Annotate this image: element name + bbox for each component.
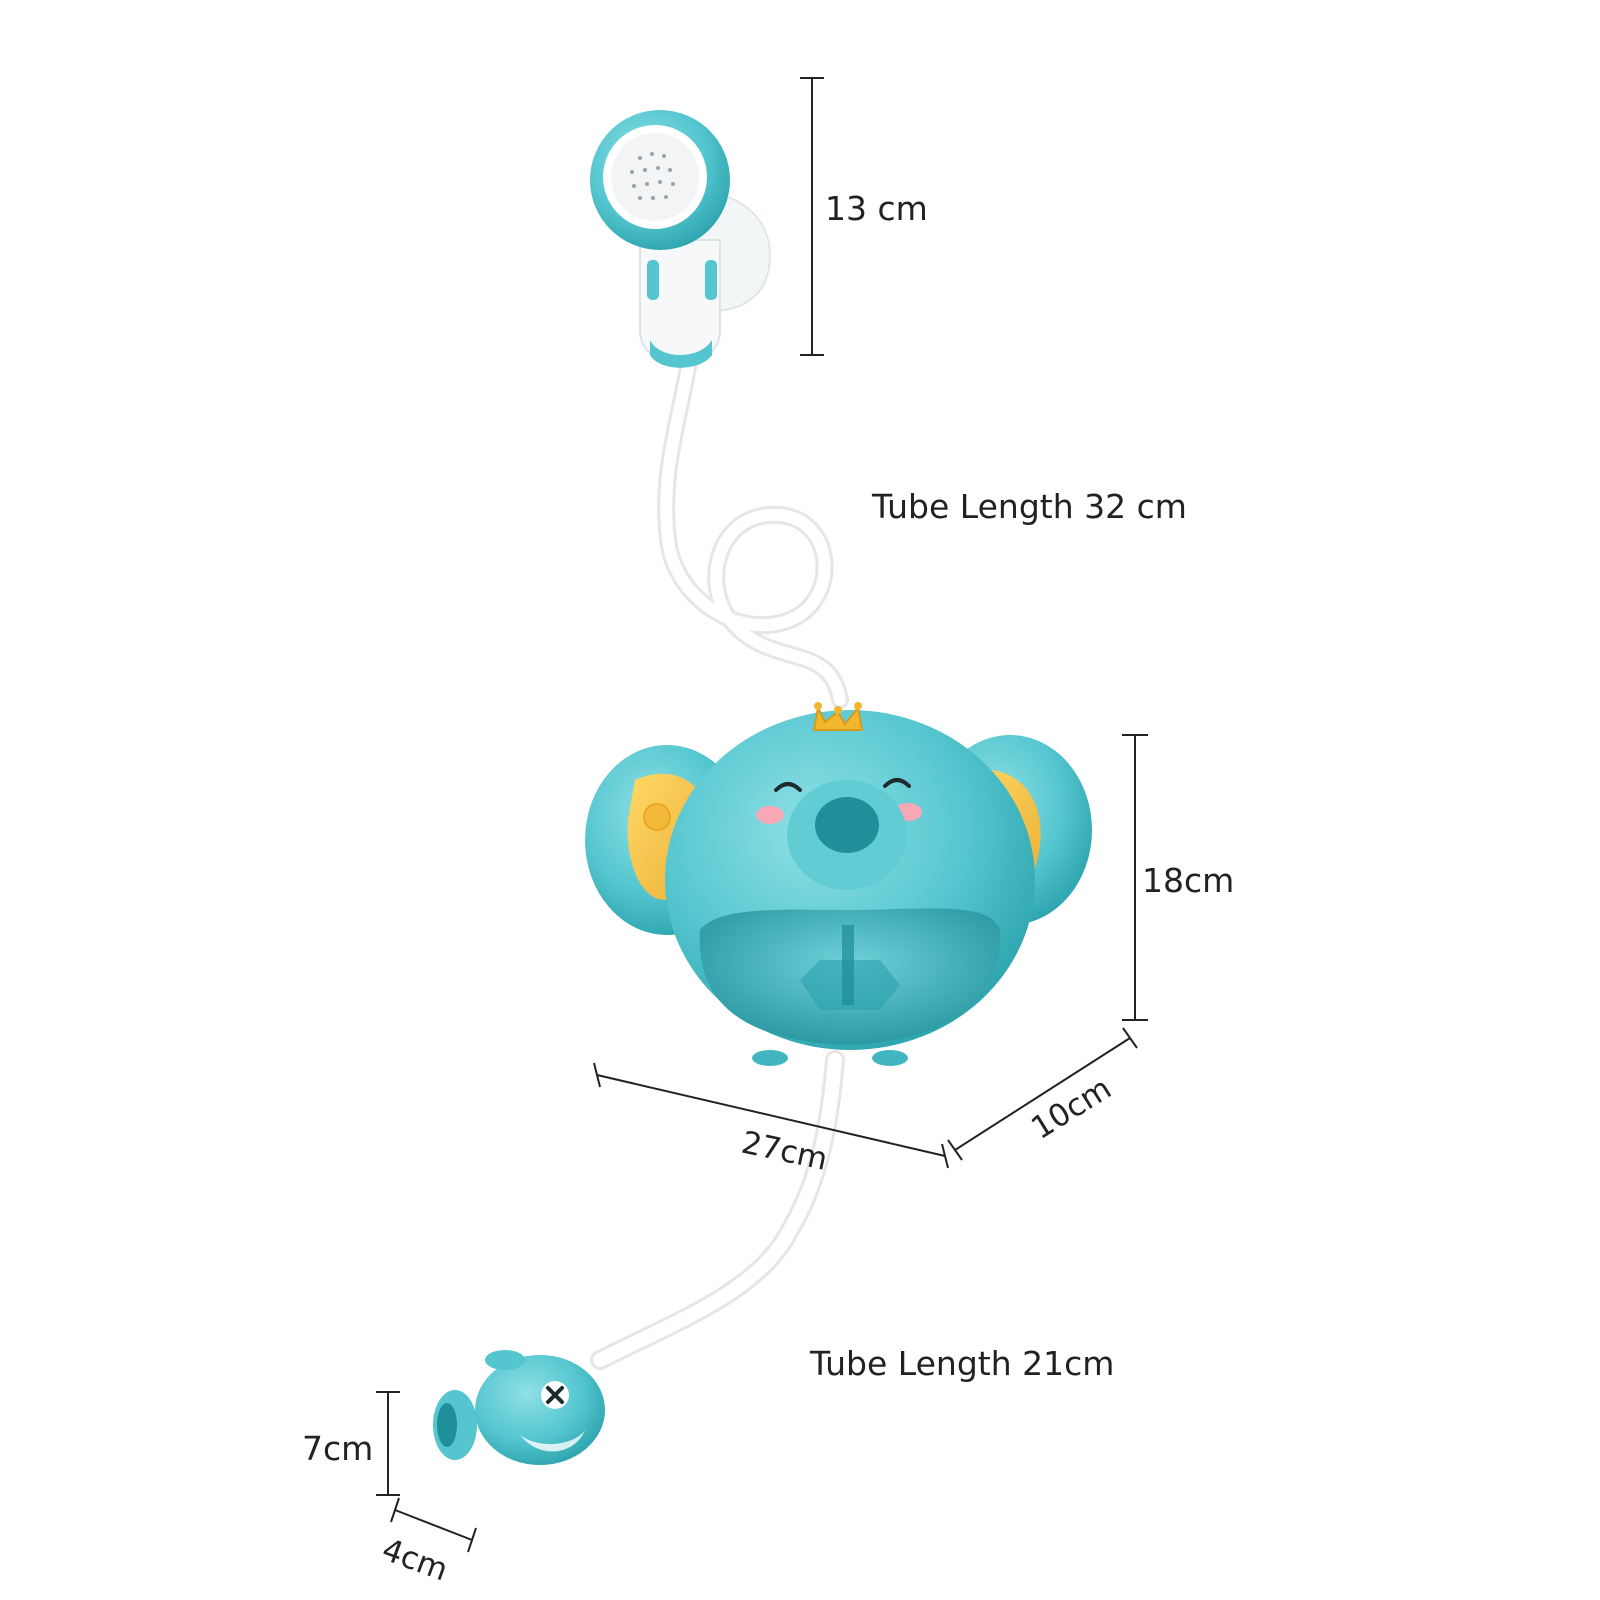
- label-shower-head-height: 13 cm: [825, 189, 928, 228]
- label-tube-length-bottom: Tube Length 21cm: [809, 1344, 1114, 1383]
- label-body-height: 18cm: [1142, 861, 1234, 900]
- label-pump-height: 7cm: [302, 1429, 373, 1468]
- label-body-depth: 10cm: [1025, 1070, 1118, 1146]
- elephant-body: [585, 702, 1092, 1066]
- label-tube-length-top: Tube Length 32 cm: [871, 487, 1187, 526]
- shower-head: [590, 110, 772, 368]
- dimension-lines: [376, 77, 1148, 1553]
- suction-pump: [433, 1350, 605, 1465]
- label-pump-width: 4cm: [377, 1532, 452, 1589]
